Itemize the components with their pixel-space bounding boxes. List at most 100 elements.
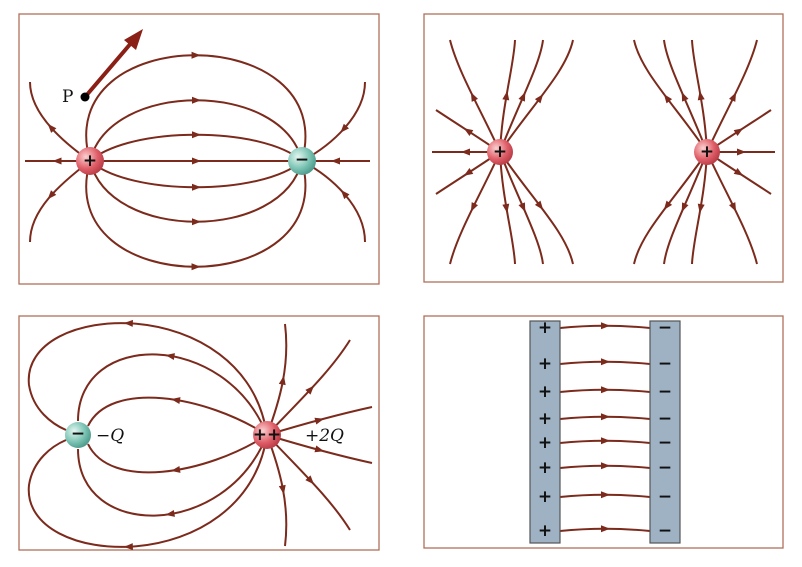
- direction-arrow-icon: [600, 462, 610, 470]
- direction-arrow-icon: [340, 123, 349, 133]
- direction-arrow-icon: [502, 203, 510, 214]
- direction-arrow-icon: [171, 397, 181, 405]
- plus-sign: +: [538, 433, 552, 453]
- direction-arrow-icon: [191, 131, 202, 139]
- direction-arrow-icon: [470, 202, 479, 212]
- positive-charge-left: [487, 139, 513, 165]
- field-line: [27, 322, 268, 436]
- direction-arrow-icon: [171, 465, 181, 473]
- field-line: [87, 396, 268, 436]
- plus-sign: +: [538, 382, 552, 402]
- direction-arrow-icon: [470, 92, 479, 102]
- field-line: [27, 434, 268, 548]
- negative-plate: [649, 320, 681, 544]
- direction-arrow-icon: [737, 148, 746, 156]
- minus-sign: −: [658, 487, 672, 507]
- panel-like-charges: + +: [423, 13, 784, 283]
- direction-arrow-icon: [728, 92, 737, 102]
- negative-charge-label: −Q: [96, 426, 124, 446]
- negative-charge: [65, 422, 91, 448]
- point-p: [80, 92, 90, 102]
- minus-sign: −: [658, 458, 672, 478]
- plus-sign: +: [538, 354, 552, 374]
- plus-sign: +: [538, 521, 552, 541]
- direction-arrow-icon: [278, 484, 286, 495]
- direction-arrow-icon: [165, 509, 175, 517]
- direction-arrow-icon: [278, 375, 286, 386]
- field-vector-arrowhead: [124, 29, 143, 50]
- direction-arrow-icon: [600, 413, 610, 421]
- direction-arrow-icon: [733, 167, 744, 176]
- direction-arrow-icon: [191, 183, 202, 191]
- positive-sign: ++: [253, 425, 282, 445]
- field-vector-arrow: [83, 40, 134, 99]
- plus-sign: +: [538, 487, 552, 507]
- minus-sign: −: [658, 409, 672, 429]
- direction-arrow-icon: [461, 148, 470, 156]
- minus-sign: −: [658, 318, 672, 338]
- negative-sign: −: [295, 150, 309, 170]
- positive-charge-right: [694, 139, 720, 165]
- positive-sign: +: [83, 151, 97, 171]
- direction-arrow-icon: [600, 525, 610, 533]
- direction-arrow-icon: [463, 167, 474, 176]
- plus-sign: +: [538, 458, 552, 478]
- direction-arrow-icon: [534, 200, 544, 210]
- direction-arrow-icon: [600, 491, 610, 499]
- direction-arrow-icon: [534, 94, 544, 104]
- plus-sign: +: [538, 409, 552, 429]
- direction-arrow-icon: [697, 90, 705, 101]
- direction-arrow-icon: [600, 386, 610, 394]
- field-lines: [559, 322, 651, 533]
- direction-arrow-icon: [47, 123, 57, 133]
- plate-signs: +−+−+−+−+−+−+−+−: [538, 318, 672, 541]
- direction-arrow-icon: [191, 263, 201, 271]
- field-line: [499, 39, 574, 153]
- field-line: [633, 39, 708, 153]
- positive-charge: [253, 421, 281, 449]
- direction-arrow-icon: [697, 203, 705, 214]
- direction-arrow-icon: [165, 353, 175, 361]
- direction-arrow-icon: [123, 543, 133, 551]
- positive-sign: +: [700, 142, 714, 162]
- direction-arrow-icon: [305, 475, 315, 485]
- direction-arrow-icon: [600, 322, 610, 330]
- direction-arrow-icon: [331, 157, 340, 165]
- positive-sign: +: [493, 142, 507, 162]
- field-line: [87, 434, 268, 474]
- point-p-label: P: [62, 87, 73, 107]
- plus-sign: +: [538, 318, 552, 338]
- negative-sign: −: [71, 424, 85, 444]
- direction-arrow-icon: [728, 202, 737, 212]
- direction-arrow-icon: [502, 90, 510, 101]
- field-line: [663, 151, 708, 265]
- panel-parallel-plates: +−+−+−+−+−+−+−+−: [423, 315, 784, 549]
- direction-arrow-icon: [663, 200, 673, 210]
- field-line: [499, 151, 574, 265]
- direction-arrow-icon: [518, 92, 526, 102]
- field-line: [499, 39, 516, 153]
- minus-sign: −: [658, 382, 672, 402]
- field-line: [77, 434, 268, 517]
- panel-frame: [423, 13, 784, 283]
- field-line: [499, 39, 544, 153]
- direction-arrow-icon: [305, 385, 315, 395]
- field-line: [499, 151, 544, 265]
- minus-sign: −: [658, 354, 672, 374]
- direction-arrow-icon: [314, 445, 325, 453]
- direction-arrow-icon: [123, 319, 133, 327]
- direction-arrow-icon: [191, 51, 201, 59]
- direction-arrow-icon: [52, 157, 62, 165]
- direction-arrow-icon: [600, 437, 610, 445]
- negative-charge: [288, 147, 316, 175]
- panel-frame: [18, 13, 380, 285]
- direction-arrow-icon: [191, 96, 201, 104]
- direction-arrow-icon: [340, 190, 350, 200]
- direction-arrow-icon: [463, 128, 474, 137]
- field-line: [633, 151, 708, 265]
- field-line: [691, 151, 708, 265]
- direction-arrow-icon: [733, 128, 744, 137]
- positive-charge: [76, 147, 104, 175]
- field-line: [663, 39, 708, 153]
